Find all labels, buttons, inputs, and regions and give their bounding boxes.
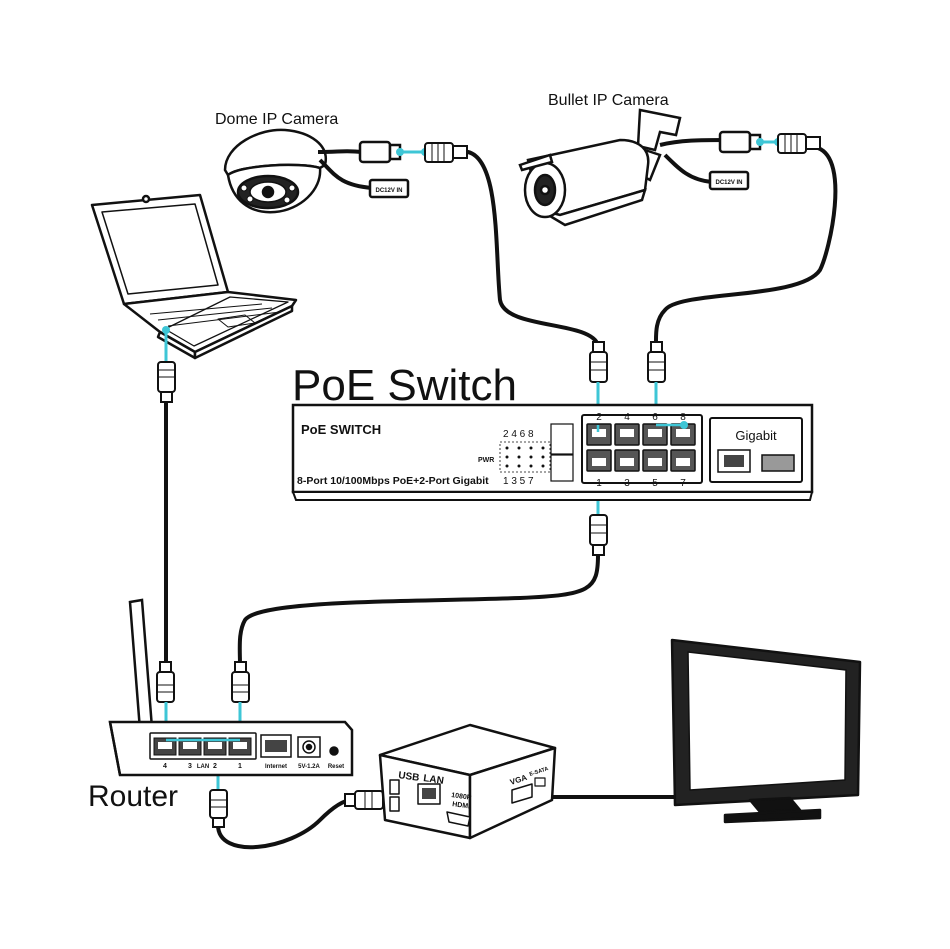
svg-text:4: 4 bbox=[624, 412, 630, 423]
svg-text:1: 1 bbox=[596, 478, 602, 489]
svg-text:5V-1.2A: 5V-1.2A bbox=[298, 764, 320, 770]
switch-ports bbox=[586, 423, 696, 472]
switch-connected-ports bbox=[596, 421, 688, 432]
bullet-network-connector bbox=[756, 133, 821, 154]
svg-text:LAN: LAN bbox=[423, 773, 445, 787]
cable-router-to-nvr bbox=[216, 798, 354, 850]
router-labels: 4 3 LAN 2 1 Internet 5V-1.2A Reset bbox=[163, 763, 344, 770]
nvr-box bbox=[378, 723, 557, 840]
cable-dome-to-switch bbox=[466, 150, 600, 347]
cable-bullet-to-switch bbox=[653, 146, 838, 347]
svg-text:3: 3 bbox=[188, 763, 192, 770]
switch-model: 8-Port 10/100Mbps PoE+2-Port Gigabit bbox=[297, 475, 489, 487]
cables bbox=[164, 146, 838, 850]
svg-text:USB: USB bbox=[398, 770, 420, 784]
bullet-camera-label: Bullet IP Camera bbox=[548, 92, 669, 109]
svg-text:2: 2 bbox=[213, 763, 217, 770]
router-title: Router bbox=[88, 780, 178, 813]
switch-gigabit-label: Gigabit bbox=[735, 428, 777, 443]
svg-text:Reset: Reset bbox=[328, 764, 344, 770]
bullet-balun-label: DC12V IN bbox=[715, 180, 742, 186]
svg-text:5: 5 bbox=[652, 478, 658, 489]
dome-balun-label: DC12V IN bbox=[375, 188, 402, 194]
svg-text:3: 3 bbox=[624, 478, 630, 489]
dome-network-connector bbox=[396, 142, 468, 163]
svg-text:7: 7 bbox=[680, 478, 686, 489]
switch-led-top-label: 2 4 6 8 bbox=[503, 429, 534, 440]
switch-leds bbox=[505, 446, 545, 468]
svg-text:Internet: Internet bbox=[265, 764, 287, 770]
nvr-labels: USB LAN 1080P HDMI VGA E-SATA bbox=[398, 766, 550, 810]
svg-text:1: 1 bbox=[238, 763, 242, 770]
switch-led-bottom-label: 1 3 5 7 bbox=[503, 476, 534, 487]
svg-text:8: 8 bbox=[680, 412, 686, 423]
svg-text:HDMI: HDMI bbox=[452, 801, 471, 810]
cable-switch-to-router bbox=[237, 553, 600, 667]
monitor bbox=[670, 638, 862, 824]
switch-brand: PoE SWITCH bbox=[301, 422, 381, 437]
svg-text:4: 4 bbox=[163, 763, 167, 770]
plug-laptop bbox=[157, 326, 176, 403]
svg-text:6: 6 bbox=[652, 412, 658, 423]
svg-text:1080P: 1080P bbox=[451, 792, 472, 802]
svg-text:LAN: LAN bbox=[197, 764, 209, 770]
switch-port-numbers: 2 4 6 8 1 3 5 7 bbox=[596, 412, 686, 489]
dome-camera-label: Dome IP Camera bbox=[215, 111, 338, 128]
dome-camera bbox=[223, 128, 410, 214]
svg-text:E-SATA: E-SATA bbox=[529, 766, 550, 778]
bullet-camera bbox=[518, 108, 762, 227]
switch-pwr-label: PWR bbox=[478, 457, 494, 464]
svg-text:2: 2 bbox=[596, 412, 602, 423]
router bbox=[108, 598, 354, 777]
laptop bbox=[90, 193, 298, 360]
poe-switch-title: PoE Switch bbox=[292, 361, 517, 410]
